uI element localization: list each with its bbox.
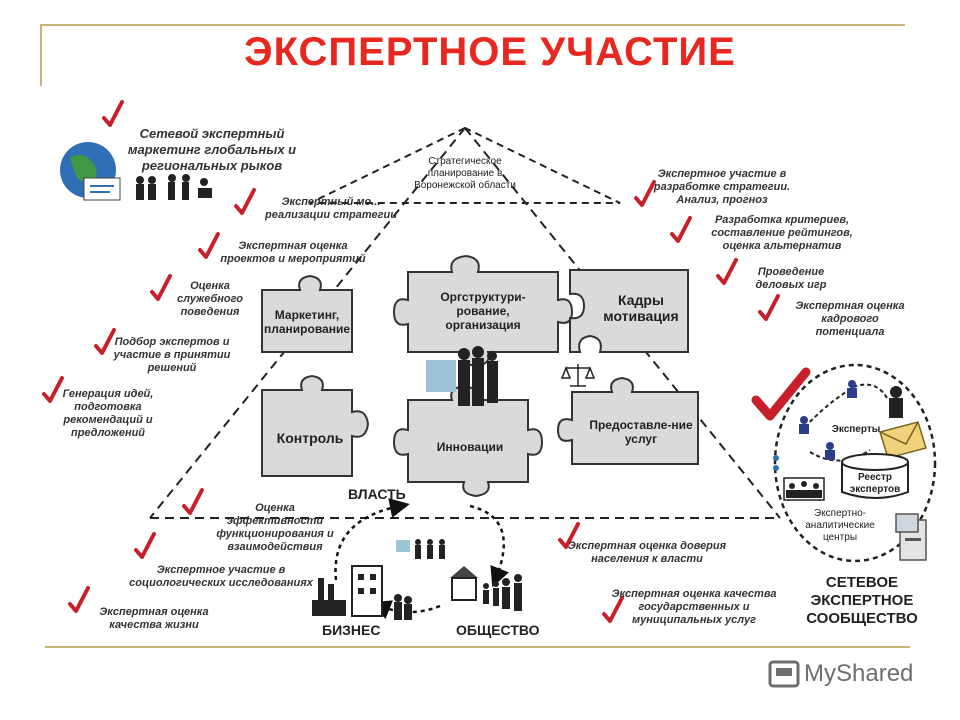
puzzle-marketing: [261, 274, 353, 353]
puzzle-cadres: [569, 269, 689, 353]
note-efficiency: Оценка эффективности функционирования и …: [216, 502, 334, 553]
centers-label: Экспертно-аналитические центры: [805, 508, 875, 543]
experts-people-icon: [799, 380, 903, 460]
check-icon: [234, 188, 256, 215]
myshared-logo-text[interactable]: MyShared: [804, 660, 914, 687]
puzzle-services: [556, 376, 699, 465]
page-title: ЭКСПЕРТНОЕ УЧАСТИЕ: [244, 30, 736, 74]
cycle-arrows: [334, 498, 509, 619]
puzzle-orgstructure: [392, 254, 574, 368]
myshared-logo-icon: [768, 660, 800, 688]
puzzle-marketing-label: Маркетинг, планирование: [263, 308, 351, 336]
note-business-games: Проведение деловых игр: [755, 266, 827, 291]
frame-bottom-line: [45, 646, 910, 648]
check-icon: [670, 216, 692, 243]
note-project-evaluation: Экспертная оценка проектов и мероприятий: [220, 240, 366, 265]
check-icon: [758, 294, 780, 321]
note-socio-research: Экспертное участие в социологических исс…: [129, 564, 313, 589]
society-label: ОБЩЕСТВО: [456, 622, 540, 638]
network-circle: [773, 363, 937, 563]
puzzle-orgstructure-label: Оргструктури-рование, организация: [440, 290, 526, 332]
note-strategy-monitoring: Экспертный мо... реализации стратегии: [265, 196, 397, 221]
meeting-group-icon: [783, 477, 825, 501]
factory-icon: [312, 565, 412, 620]
note-trust: Экспертная оценка доверия населения к вл…: [567, 540, 727, 565]
officials-icon: [396, 539, 445, 559]
apex-triangle: [309, 126, 621, 204]
server-icon: [895, 513, 927, 561]
puzzle-innovation-label: Инновации: [436, 440, 504, 454]
check-icon: [716, 258, 738, 285]
big-check-icon: [751, 367, 811, 421]
main-triangle: [149, 127, 781, 519]
frame-top-line: [40, 24, 905, 26]
check-icon: [198, 232, 220, 259]
note-life-quality: Экспертная оценка качества жизни: [99, 606, 209, 631]
puzzle-control: [261, 374, 370, 477]
envelope-icon: [879, 421, 927, 459]
crowd-icon: [483, 574, 522, 611]
scales-icon: [560, 364, 596, 387]
frame-left-line: [40, 24, 42, 86]
puzzle-services-label: Предоставле-ние услуг: [589, 418, 693, 446]
registry-label: Реестр экспертов: [849, 472, 901, 495]
check-icon: [134, 532, 156, 559]
business-label: БИЗНЕС: [322, 622, 381, 638]
note-strategy-participation: Экспертное участие в разработке стратеги…: [653, 168, 791, 206]
puzzle-control-label: Контроль: [276, 430, 344, 446]
apex-label: Стратегическое планирование в Воронежско…: [414, 156, 516, 191]
power-label: ВЛАСТЬ: [348, 486, 406, 502]
check-icon: [102, 100, 124, 127]
database-icon: [841, 453, 909, 499]
note-service-quality: Экспертная оценка качества государственн…: [611, 588, 777, 626]
handshake-people-icon: [136, 174, 212, 200]
note-expert-selection: Подбор экспертов и участие в принятии ре…: [113, 336, 231, 374]
check-icon: [182, 488, 204, 515]
note-service-behavior: Оценка служебного поведения: [177, 280, 243, 318]
community-label: СЕТЕВОЕ ЭКСПЕРТНОЕ СООБЩЕСТВО: [806, 574, 918, 627]
note-personnel-potential: Экспертная оценка кадрового потенциала: [795, 300, 905, 338]
house-icon: [450, 566, 478, 601]
note-idea-generation: Генерация идей, подготовка рекомендаций …: [62, 388, 154, 439]
experts-label: Эксперты: [831, 424, 881, 435]
globe-icon: [60, 142, 121, 201]
dots-marker: [773, 455, 779, 471]
puzzle-cadres-label: Кадры мотивация: [603, 292, 679, 324]
business-people-icon: [426, 346, 498, 406]
note-network-marketing: Сетевой экспертный маркетинг глобальных …: [127, 126, 297, 173]
note-criteria-ratings: Разработка критериев, составление рейтин…: [711, 214, 853, 252]
